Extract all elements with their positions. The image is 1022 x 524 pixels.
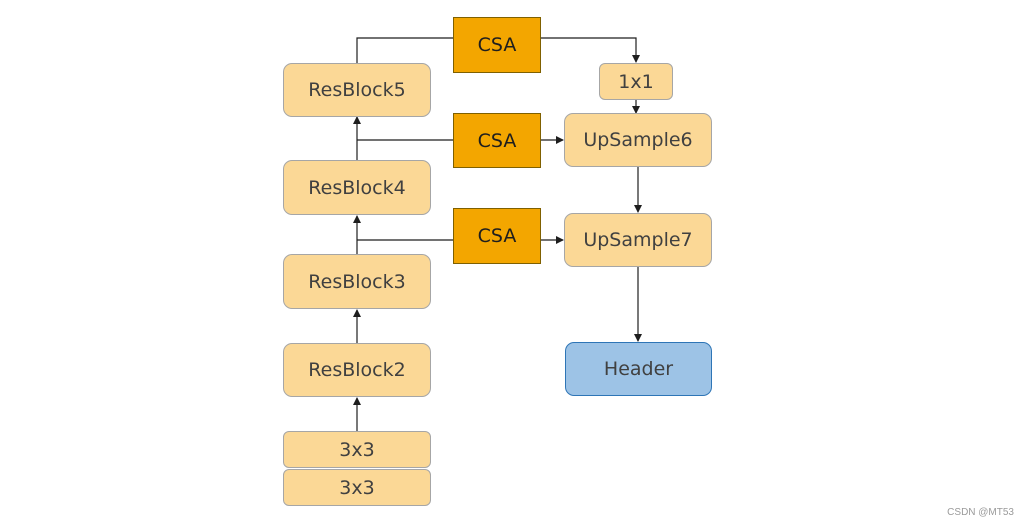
- conv3x3-top-box: 3x3: [283, 431, 431, 468]
- watermark-text: CSDN @MT53: [947, 507, 1014, 518]
- resblock5-box: ResBlock5: [283, 63, 431, 117]
- csa-middle-box: CSA: [453, 113, 541, 168]
- line-resblock5-to-csa-top: [356, 37, 453, 63]
- conv3x3-bottom-box: 3x3: [283, 469, 431, 506]
- arrow-csa-top-to-1x1: [541, 37, 640, 63]
- upsample6-box: UpSample6: [564, 113, 712, 167]
- resblock4-box: ResBlock4: [283, 160, 431, 215]
- csa-bottom-box: CSA: [453, 208, 541, 264]
- conv1x1-box: 1x1: [599, 63, 673, 100]
- csa-top-box: CSA: [453, 17, 541, 73]
- header-box: Header: [565, 342, 712, 396]
- resblock3-box: ResBlock3: [283, 254, 431, 309]
- resblock2-box: ResBlock2: [283, 343, 431, 397]
- upsample7-box: UpSample7: [564, 213, 712, 267]
